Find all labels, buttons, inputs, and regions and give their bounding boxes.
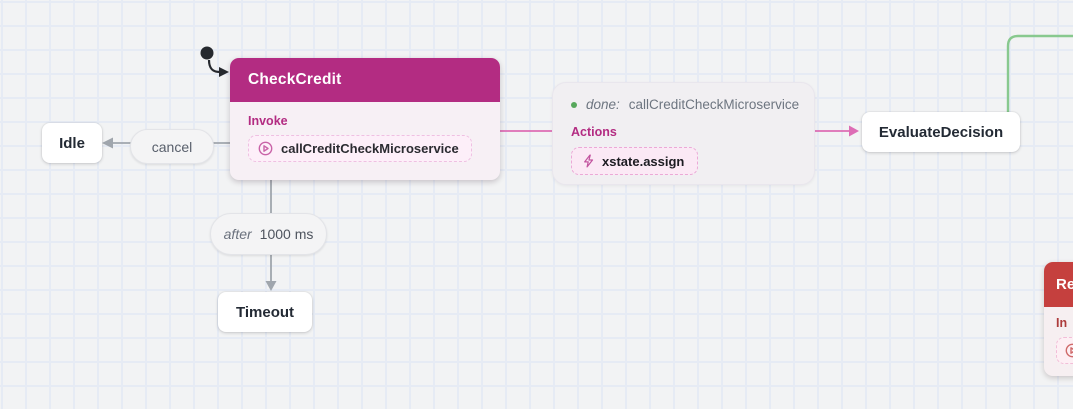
done-event-box[interactable]: done: callCreditCheckMicroservice Action…: [552, 82, 815, 185]
state-title: Re: [1056, 276, 1073, 293]
done-service-name: callCreditCheckMicroservice: [628, 97, 800, 112]
edge-green-to-evaluate-decision[interactable]: [1006, 34, 1073, 112]
invoked-actor-name: callCreditCheckMicroservice: [281, 141, 459, 156]
state-node-timeout[interactable]: Timeout: [218, 292, 312, 332]
edge-done[interactable]: [500, 125, 859, 137]
after-keyword: after: [223, 226, 252, 242]
state-node-header[interactable]: CheckCredit: [230, 58, 500, 102]
after-delay-value: 1000 ms: [259, 226, 314, 242]
lightning-icon: [584, 154, 594, 168]
transition-pill-after-delay[interactable]: after 1000 ms: [210, 213, 327, 255]
state-title: CheckCredit: [248, 71, 342, 88]
action-pill-xstate-assign[interactable]: xstate.assign: [571, 147, 699, 175]
transition-pill-cancel[interactable]: cancel: [130, 129, 214, 164]
state-node-header[interactable]: Re: [1044, 262, 1073, 307]
initial-state-arrow-icon: [200, 46, 229, 77]
state-title: EvaluateDecision: [878, 123, 1004, 141]
action-name: xstate.assign: [602, 153, 685, 169]
state-node-body: In: [1044, 307, 1073, 364]
done-event-row[interactable]: done: callCreditCheckMicroservice: [571, 97, 800, 112]
invoke-section-label: In: [1056, 316, 1068, 330]
invoke-section-label: Invoke: [248, 114, 288, 128]
invoked-actor-pill[interactable]: callCreditCheckMicroservice: [248, 135, 472, 162]
done-keyword: done:: [586, 97, 620, 112]
state-node-evaluate-decision[interactable]: EvaluateDecision: [862, 112, 1020, 152]
invoked-actor-pill[interactable]: [1056, 337, 1073, 364]
transition-label: cancel: [151, 138, 193, 155]
play-icon: [1065, 343, 1073, 358]
state-node-rejected-partial[interactable]: Re In: [1044, 262, 1073, 376]
state-title: Timeout: [235, 303, 295, 321]
actions-section-label: Actions: [571, 125, 617, 139]
state-node-idle[interactable]: Idle: [42, 123, 102, 163]
done-status-dot-icon: [571, 101, 577, 108]
state-node-check-credit[interactable]: CheckCredit Invoke callCreditCheckMicros…: [230, 58, 500, 180]
state-node-body: Invoke callCreditCheckMicroservice: [230, 102, 500, 162]
state-title: Idle: [59, 134, 85, 152]
play-icon: [258, 141, 273, 156]
